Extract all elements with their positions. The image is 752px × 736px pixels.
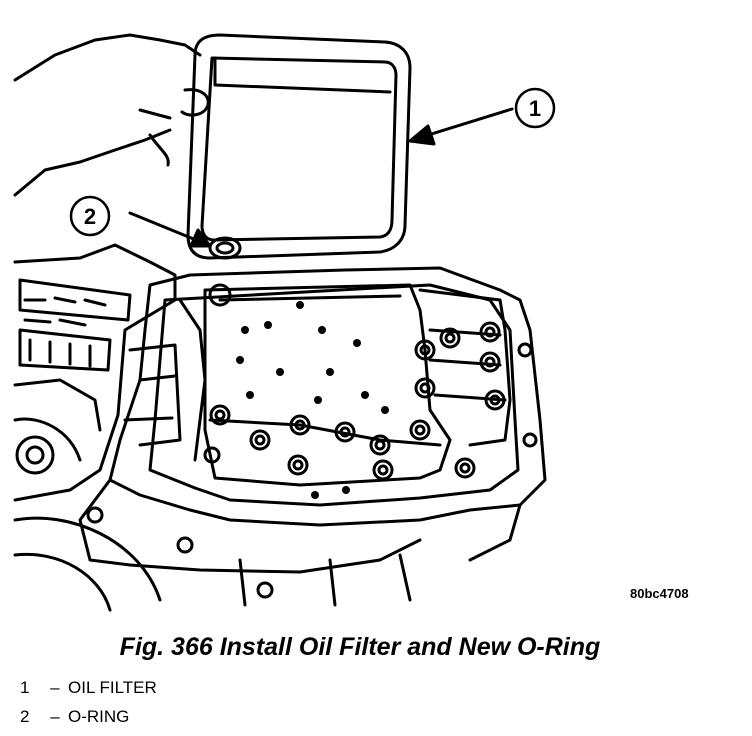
- valve-body-plate: [203, 283, 512, 487]
- callout-1-leader: [408, 107, 514, 146]
- transmission-case: [13, 243, 177, 612]
- oil-filter: [186, 33, 412, 260]
- figure-caption: Fig. 366 Install Oil Filter and New O-Ri…: [119, 633, 601, 661]
- legend-item: 1 –OIL FILTER: [20, 678, 157, 698]
- legend-label: OIL FILTER: [68, 678, 157, 697]
- callout-2-circle: [69, 195, 111, 237]
- o-ring: [208, 236, 242, 260]
- legend-label: O-RING: [68, 707, 130, 726]
- callout-1-circle: [514, 87, 556, 129]
- valve-body-bolts: [86, 283, 538, 599]
- callout-2-number: 2: [84, 204, 96, 229]
- legend-number: 1: [20, 678, 30, 697]
- legend-number: 2: [20, 707, 30, 726]
- callout-1-number: 1: [529, 96, 541, 121]
- figure-id: 80bc4708: [630, 586, 689, 601]
- legend-item: 2 –O-RING: [20, 707, 129, 727]
- transmission-valve-body-illustration: 1 2: [13, 33, 556, 612]
- valve-body-housing: [78, 266, 547, 607]
- callout-2-leader: [128, 211, 212, 248]
- legend-separator: –: [50, 707, 60, 726]
- hand: [13, 33, 210, 197]
- legend-separator: –: [50, 678, 60, 697]
